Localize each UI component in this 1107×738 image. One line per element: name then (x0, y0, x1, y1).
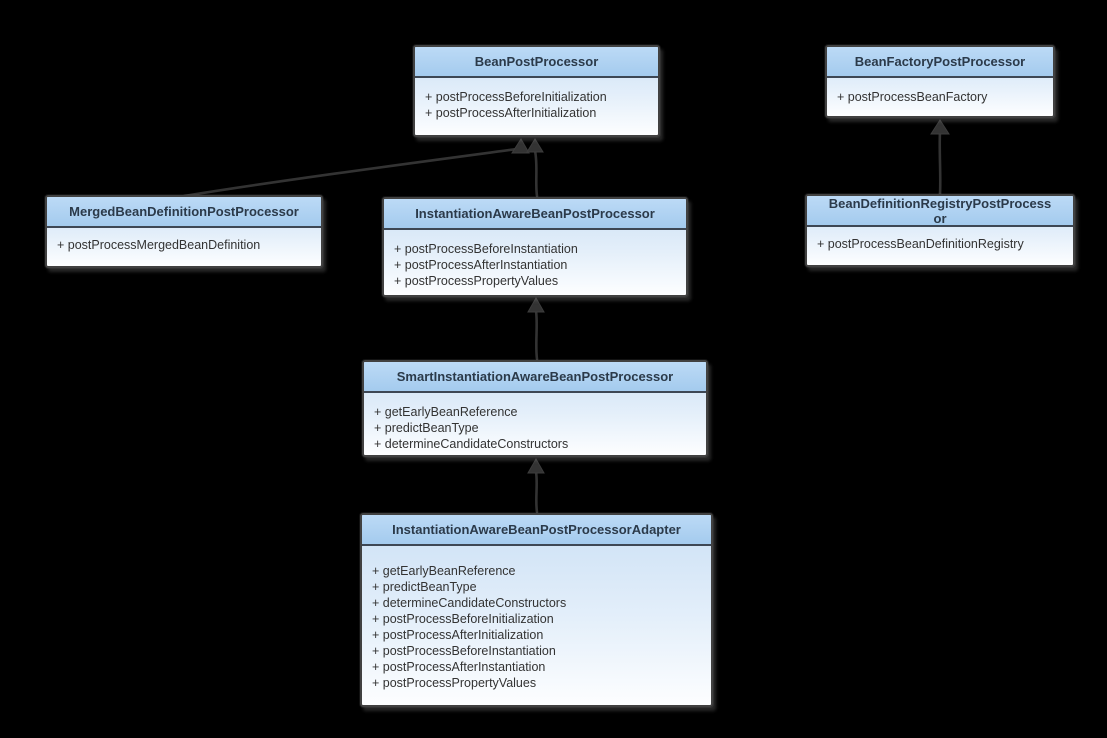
method-item: + postProcessAfterInstantiation (372, 660, 546, 674)
class-methods: + postProcessBeanDefinitionRegistry (807, 227, 1073, 252)
method-item: + postProcessBeforeInitialization (372, 612, 554, 626)
method-item: + determineCandidateConstructors (372, 596, 567, 610)
method-item: + postProcessMergedBeanDefinition (57, 238, 261, 252)
method-item: + postProcessPropertyValues (394, 274, 559, 288)
class-title: InstantiationAwareBeanPostProcessorAdapt… (362, 515, 711, 546)
method-item: + postProcessBeforeInstantiation (394, 242, 578, 256)
class-box-bean-post-processor: BeanPostProcessor + postProcessBeforeIni… (413, 45, 660, 137)
relation-line-merged-to-beanpostprocessor (182, 147, 519, 198)
class-title: BeanPostProcessor (415, 47, 658, 78)
method-item: + postProcessBeforeInstantiation (372, 644, 556, 658)
generalization-arrowhead-icon (527, 296, 545, 313)
generalization-arrowhead-icon (511, 138, 530, 154)
class-box-instantiation-aware-bean-post-processor: InstantiationAwareBeanPostProcessor + po… (382, 197, 688, 297)
class-box-bean-factory-post-processor: BeanFactoryPostProcessor + postProcessBe… (825, 45, 1055, 118)
class-title: SmartInstantiationAwareBeanPostProcessor (364, 362, 706, 393)
generalization-arrowhead-icon (527, 457, 545, 474)
method-item: + postProcessBeanDefinitionRegistry (817, 237, 1024, 251)
method-item: + postProcessBeanFactory (837, 90, 988, 104)
method-item: + predictBeanType (372, 580, 477, 594)
generalization-arrowhead-icon (930, 119, 950, 135)
class-methods: + postProcessBeforeInstantiation + postP… (384, 230, 686, 289)
method-item: + postProcessBeforeInitialization (425, 90, 607, 104)
relation-line-beandefinitionregistry-to-beanfactory (938, 130, 942, 196)
class-box-smart-instantiation-aware-bean-post-processor: SmartInstantiationAwareBeanPostProcessor… (362, 360, 708, 457)
relation-line-instantiationaware-to-beanpostprocessor (533, 149, 539, 198)
class-methods: + postProcessBeanFactory (827, 78, 1053, 105)
class-methods: + postProcessBeforeInitialization + post… (415, 78, 658, 121)
class-box-merged-bean-definition-post-processor: MergedBeanDefinitionPostProcessor + post… (45, 195, 323, 268)
method-item: + determineCandidateConstructors (374, 437, 569, 451)
class-methods: + getEarlyBeanReference + predictBeanTyp… (364, 393, 706, 452)
class-title: MergedBeanDefinitionPostProcessor (47, 197, 321, 228)
class-box-instantiation-aware-bean-post-processor-adapter: InstantiationAwareBeanPostProcessorAdapt… (360, 513, 713, 707)
class-title: BeanDefinitionRegistryPostProcessor (807, 196, 1073, 227)
class-title: BeanFactoryPostProcessor (827, 47, 1053, 78)
generalization-arrowhead-icon (526, 138, 544, 153)
class-title: InstantiationAwareBeanPostProcessor (384, 199, 686, 230)
class-methods: + getEarlyBeanReference + predictBeanTyp… (362, 546, 711, 691)
method-item: + getEarlyBeanReference (372, 564, 516, 578)
relation-line-adapter-to-smart (534, 470, 539, 514)
method-item: + postProcessAfterInitialization (372, 628, 544, 642)
method-item: + postProcessAfterInstantiation (394, 258, 568, 272)
method-item: + predictBeanType (374, 421, 479, 435)
method-item: + postProcessPropertyValues (372, 676, 537, 690)
method-item: + getEarlyBeanReference (374, 405, 518, 419)
relation-line-smart-to-instantiationaware (534, 309, 539, 361)
class-box-bean-definition-registry-post-processor: BeanDefinitionRegistryPostProcessor + po… (805, 194, 1075, 267)
method-item: + postProcessAfterInitialization (425, 106, 597, 120)
class-methods: + postProcessMergedBeanDefinition (47, 228, 321, 253)
